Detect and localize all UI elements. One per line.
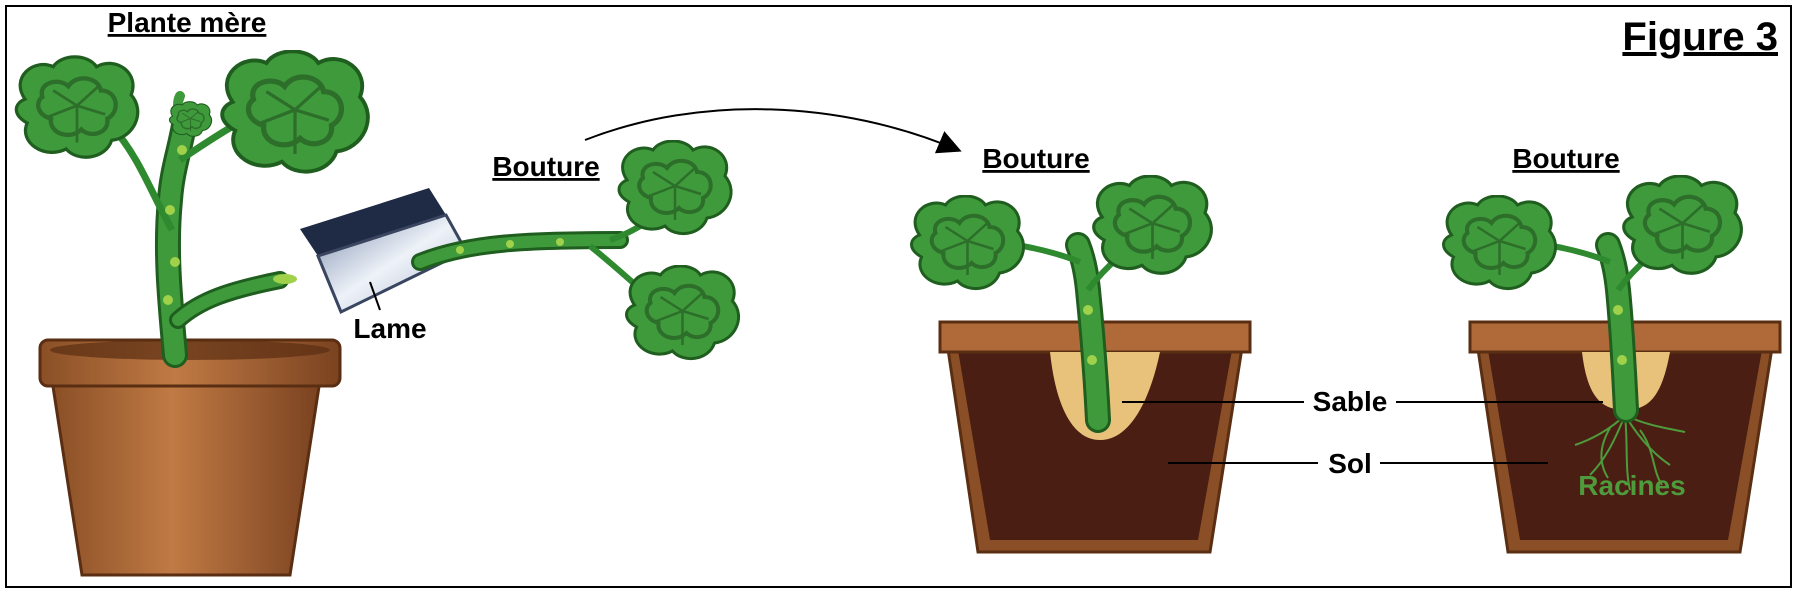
cutting-1-leaf-bottom (627, 266, 739, 359)
soil-callout: Sol (1168, 445, 1548, 481)
cutting-1-leaf-top (619, 141, 731, 234)
figure-frame (5, 5, 1792, 588)
mother-leaf-left (16, 57, 137, 157)
blade-label: Lame (353, 313, 426, 344)
pot-2: Bouture (912, 143, 1252, 554)
mother-leaf-right (222, 51, 368, 171)
pot-2-leaf-left (912, 196, 1024, 289)
pot-3: Bouture Racines (1444, 143, 1782, 554)
roots-label: Racines (1578, 470, 1685, 501)
sand-label: Sable (1313, 386, 1388, 417)
mother-leaf-small (168, 100, 213, 138)
pot-2-leaf-right (1094, 176, 1212, 273)
figure-label: Figure 3 (1622, 15, 1778, 59)
blade: Lame (300, 188, 469, 344)
pot-3-leaf-right (1624, 176, 1742, 273)
mother-plant: Plante mère (16, 7, 368, 577)
mother-pot (50, 378, 322, 577)
soil-label: Sol (1328, 448, 1372, 479)
cutting-3-label: Bouture (1512, 143, 1619, 174)
cutting-1: Bouture (411, 141, 739, 359)
transfer-arrow (584, 108, 962, 154)
cutting-2-label: Bouture (982, 143, 1089, 174)
pot-3-leaf-left (1444, 196, 1556, 289)
cutting-1-label: Bouture (492, 151, 599, 182)
sand-callout: Sable (1122, 384, 1603, 420)
mother-plant-label: Plante mère (108, 7, 267, 38)
